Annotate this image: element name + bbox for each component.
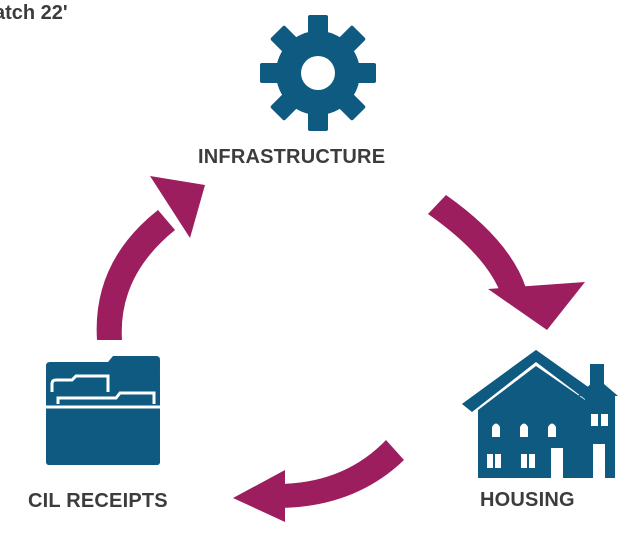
arrow-cil-to-infrastructure bbox=[96, 176, 205, 340]
folder-icon bbox=[46, 356, 160, 465]
infrastructure-label: INFRASTRUCTURE bbox=[198, 146, 386, 168]
gear-icon bbox=[260, 15, 376, 131]
house-icon bbox=[462, 350, 618, 478]
diagram-title: atch 22' bbox=[0, 2, 68, 24]
arrow-housing-to-cil bbox=[233, 440, 404, 522]
housing-label: HOUSING bbox=[480, 489, 575, 511]
cil-receipts-label: CIL RECEIPTS bbox=[28, 490, 168, 512]
arrow-infrastructure-to-housing bbox=[428, 195, 585, 330]
